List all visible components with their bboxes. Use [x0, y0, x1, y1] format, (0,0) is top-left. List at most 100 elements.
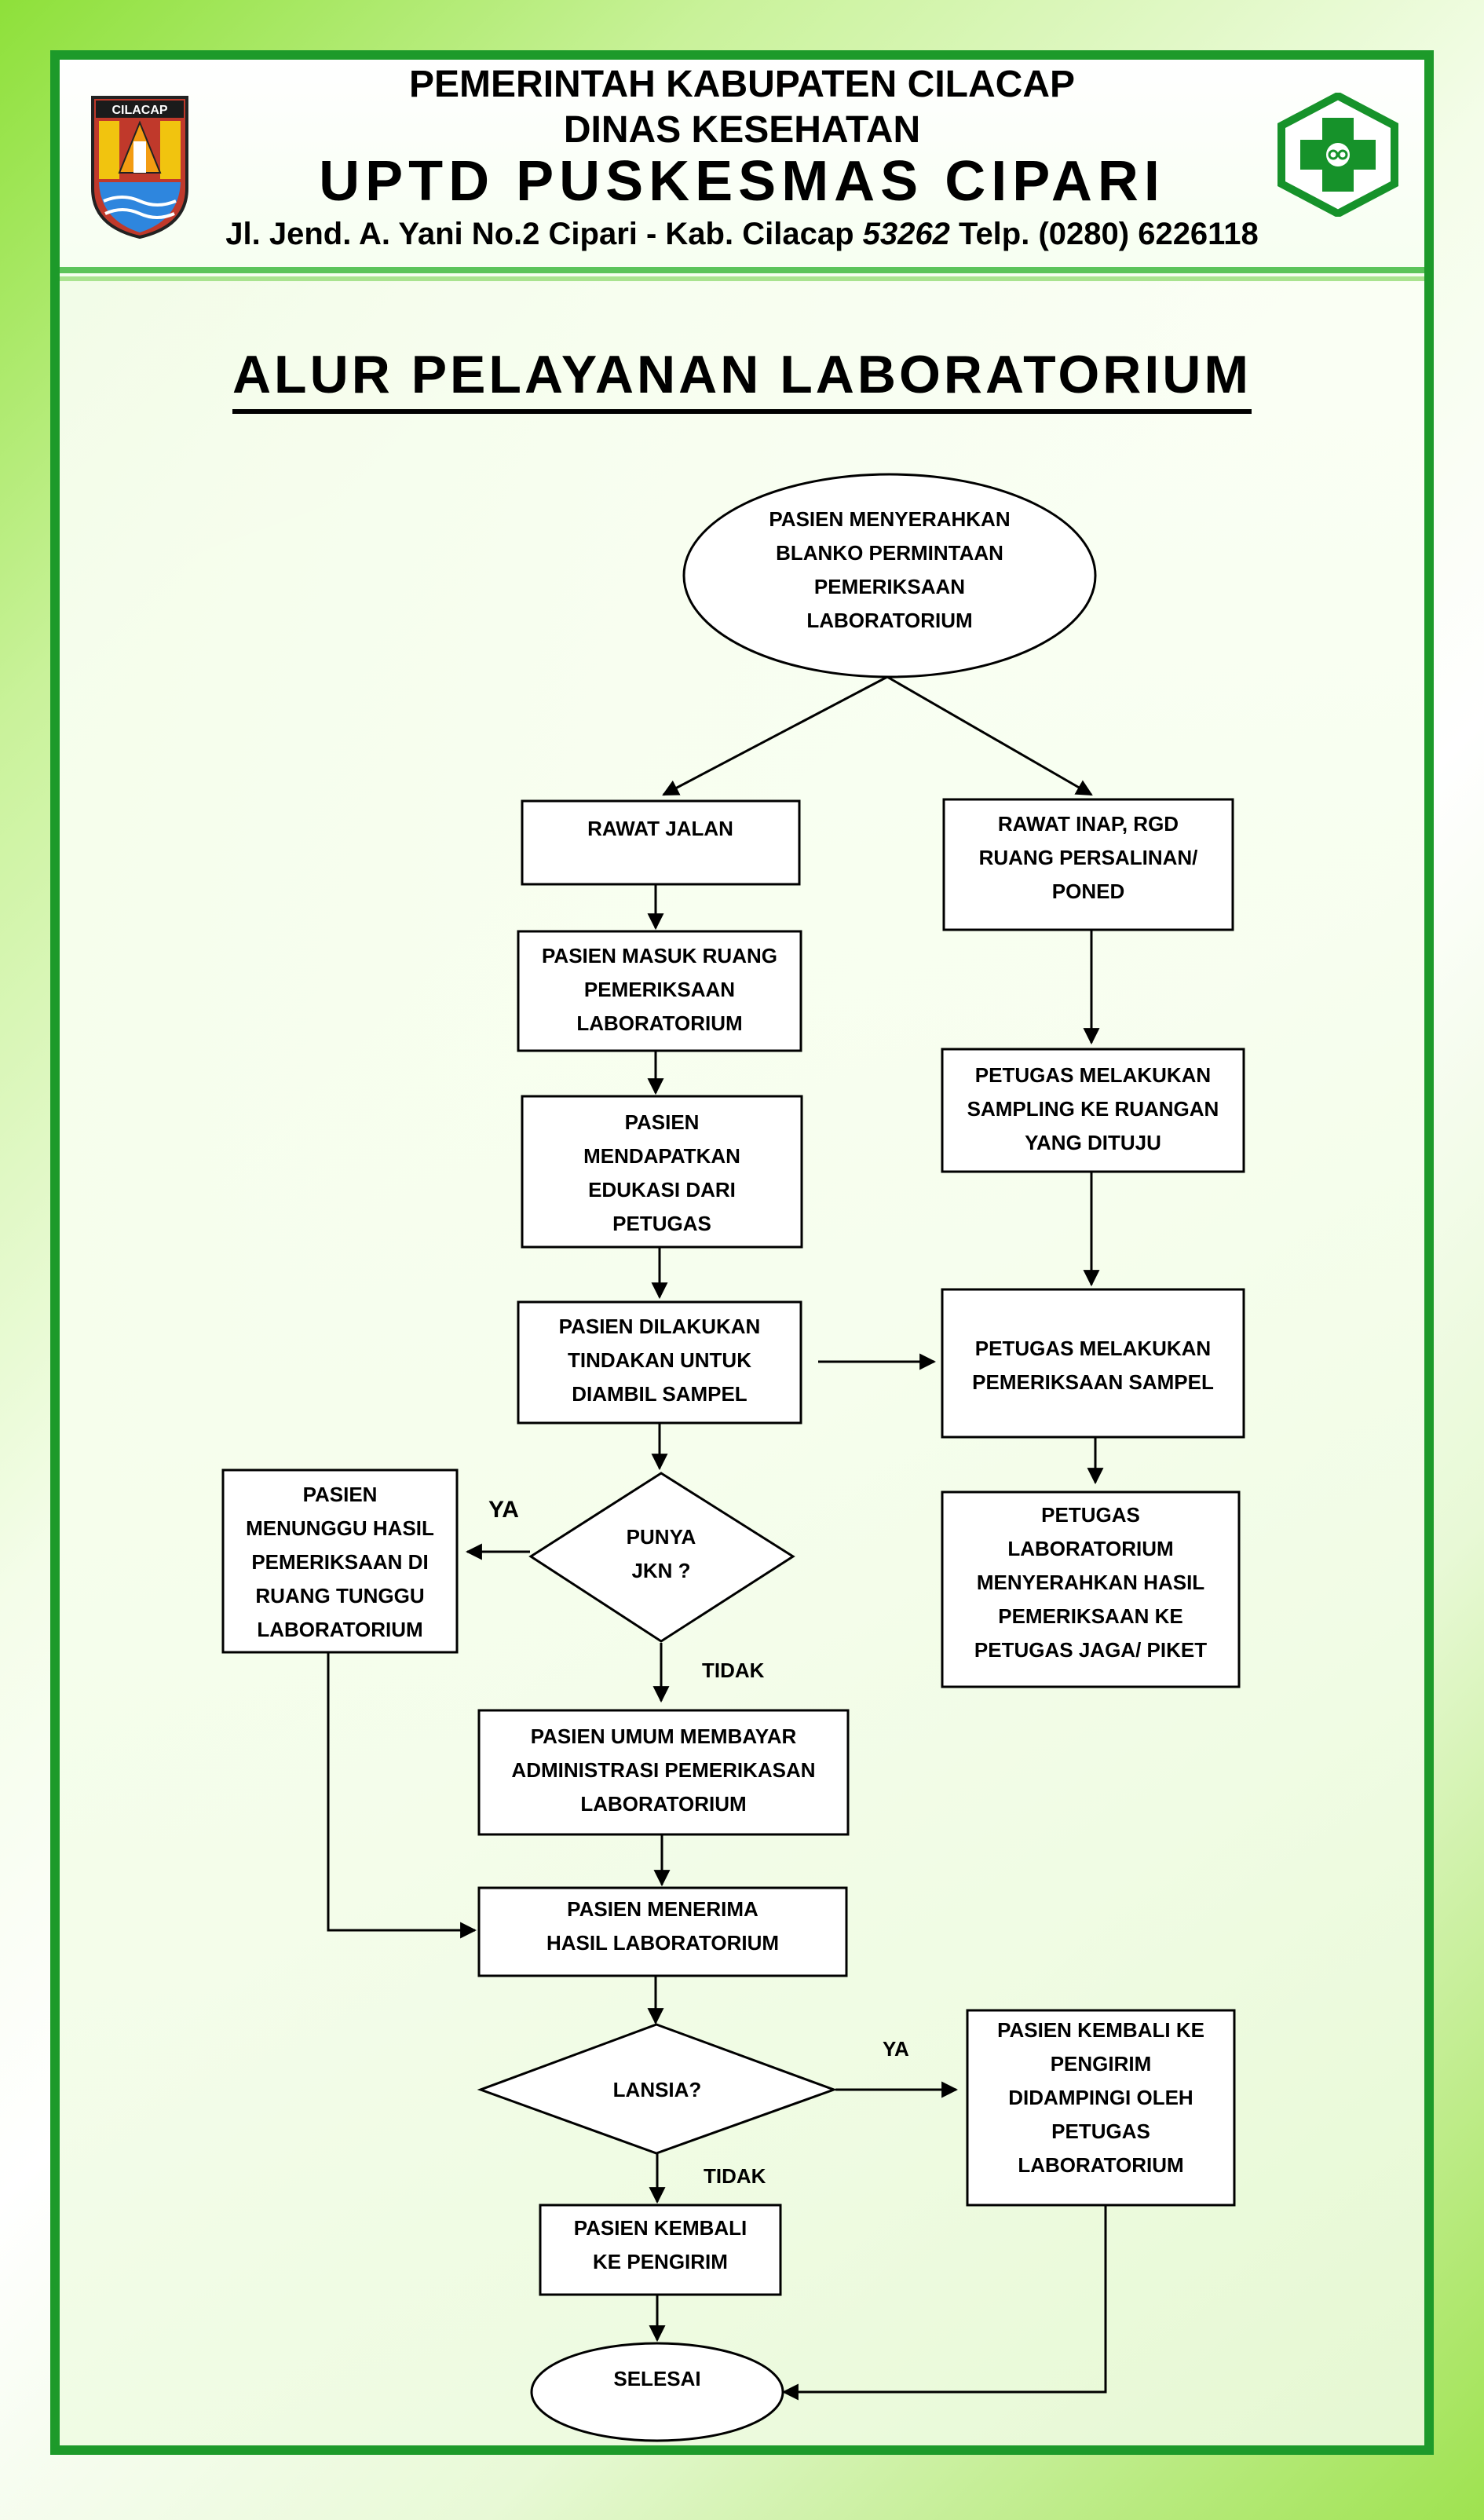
page-title-text: ALUR PELAYANAN LABORATORIUM: [232, 345, 1252, 414]
node-label-line: LABORATORIUM: [257, 1618, 422, 1641]
node-label-line: KE PENGIRIM: [593, 2250, 728, 2273]
start-ellipse: [682, 473, 1097, 678]
node-label-line: RAWAT JALAN: [587, 817, 733, 840]
node-periksa-sampel: PETUGAS MELAKUKAN PEMERIKSAAN SAMPEL: [941, 1288, 1245, 1439]
node-label-line: PEMERIKSAAN: [584, 978, 735, 1001]
edge-label-lansia-ya: YA: [883, 2037, 909, 2061]
node-label-line: LABORATORIUM: [1018, 2153, 1183, 2177]
node-label-line: RUANG PERSALINAN/: [979, 846, 1198, 869]
node-label-line: PASIEN UMUM MEMBAYAR: [531, 1724, 797, 1748]
header-institution: UPTD PUSKESMAS CIPARI: [319, 150, 1165, 213]
node-label-line: LABORATORIUM: [806, 609, 972, 632]
node-jkn: PUNYA JKN ?: [528, 1472, 795, 1643]
poster-frame: [50, 50, 1434, 2455]
kembali-box: [539, 2204, 782, 2296]
node-label-line: PASIEN DILAKUKAN: [559, 1315, 761, 1338]
diambil-sampel-box: [517, 1300, 802, 1425]
node-label-line: ADMINISTRASI PEMERIKASAN: [511, 1758, 815, 1782]
node-label-line: PEMERIKSAAN: [814, 575, 965, 598]
node-rawat-jalan: RAWAT JALAN: [521, 799, 801, 886]
node-label-line: SAMPLING KE RUANGAN: [967, 1097, 1219, 1121]
seal-label: CILACAP: [111, 104, 167, 117]
bayar-box: [477, 1709, 850, 1836]
node-terima-hasil: PASIEN MENERIMA HASIL LABORATORIUM: [477, 1886, 848, 1977]
node-label-line: PASIEN KEMBALI KE: [997, 2018, 1204, 2042]
kembali-didampingi-box: [966, 2009, 1236, 2207]
edge-start-to-rawat-inap: [886, 675, 1093, 796]
node-label-line: SELESAI: [613, 2367, 700, 2390]
node-label-line: PETUGAS: [1041, 1503, 1140, 1527]
address-postal-code: 53262: [862, 217, 950, 251]
lansia-diamond: [477, 2023, 838, 2155]
node-label-line: PASIEN MENERIMA: [567, 1897, 758, 1921]
node-label-line: PEMERIKSAAN KE: [998, 1604, 1182, 1628]
node-label-line: PETUGAS: [1051, 2120, 1150, 2143]
address-street: Jl. Jend. A. Yani No.2 Cipari - Kab. Cil…: [225, 217, 863, 251]
node-label-line: BLANKO PERMINTAAN: [776, 541, 1003, 565]
rawat-jalan-box: [521, 799, 801, 886]
serahkan-hasil-box: [941, 1490, 1241, 1688]
node-label-line: LABORATORIUM: [576, 1011, 742, 1035]
periksa-sampel-box: [941, 1288, 1245, 1439]
edge-label-lansia-tidak: TIDAK: [704, 2164, 766, 2188]
node-selesai: SELESAI: [530, 2342, 784, 2442]
node-masuk-ruang: PASIEN MASUK RUANG PEMERIKSAAN LABORATOR…: [517, 930, 802, 1052]
page-title: ALUR PELAYANAN LABORATORIUM: [0, 344, 1484, 414]
node-label-line: PENGIRIM: [1051, 2052, 1152, 2076]
node-label-line: YANG DITUJU: [1025, 1131, 1161, 1154]
sampling-box: [941, 1048, 1245, 1173]
node-label-line: LABORATORIUM: [1007, 1537, 1173, 1560]
node-label-line: EDUKASI DARI: [588, 1178, 736, 1201]
edukasi-box: [521, 1095, 803, 1249]
header-government: PEMERINTAH KABUPATEN CILACAP: [409, 64, 1075, 105]
header-banner: [60, 60, 1424, 280]
edge-label-jkn-tidak: TIDAK: [702, 1659, 765, 1682]
cilacap-seal-icon: CILACAP: [91, 96, 188, 239]
node-label-line: PETUGAS: [612, 1212, 711, 1235]
node-label-line: RAWAT INAP, RGD: [998, 812, 1179, 836]
header-divider-light: [60, 276, 1424, 281]
puskesmas-logo-icon: [1277, 93, 1398, 217]
node-label-line: PETUGAS MELAKUKAN: [975, 1063, 1211, 1087]
node-label-line: DIAMBIL SAMPEL: [572, 1382, 747, 1406]
node-label-line: MENUNGGU HASIL: [246, 1516, 434, 1540]
edge-start-to-rawat-jalan: [662, 675, 888, 796]
node-label-line: PASIEN MASUK RUANG: [542, 944, 777, 967]
address-phone: Telp. (0280) 6226118: [949, 217, 1259, 251]
node-lansia: LANSIA?: [477, 2023, 838, 2155]
node-serahkan-hasil: PETUGAS LABORATORIUM MENYERAHKAN HASIL P…: [941, 1490, 1241, 1688]
node-start: PASIEN MENYERAHKAN BLANKO PERMINTAAN PEM…: [682, 473, 1097, 678]
node-diambil-sampel: PASIEN DILAKUKAN TINDAKAN UNTUK DIAMBIL …: [517, 1300, 802, 1425]
flow-edges: [327, 675, 1107, 2401]
node-label-line: PONED: [1052, 880, 1124, 903]
node-label-line: PASIEN KEMBALI: [574, 2216, 747, 2240]
node-menunggu: PASIEN MENUNGGU HASIL PEMERIKSAAN DI RUA…: [221, 1468, 459, 1654]
edge-didampingi-to-selesai: [781, 2205, 1107, 2401]
node-label-line: DIDAMPINGI OLEH: [1008, 2086, 1193, 2109]
node-kembali: PASIEN KEMBALI KE PENGIRIM: [539, 2204, 782, 2296]
node-label-line: PEMERIKSAAN DI: [251, 1550, 428, 1574]
header-address: Jl. Jend. A. Yani No.2 Cipari - Kab. Cil…: [0, 217, 1484, 252]
node-label-line: PETUGAS MELAKUKAN: [975, 1337, 1211, 1360]
node-label-line: LANSIA?: [613, 2078, 702, 2101]
node-label-line: HASIL LABORATORIUM: [546, 1931, 779, 1955]
header-divider: [60, 267, 1424, 273]
node-sampling: PETUGAS MELAKUKAN SAMPLING KE RUANGAN YA…: [941, 1048, 1245, 1173]
selesai-ellipse: [530, 2342, 784, 2442]
node-rawat-inap: RAWAT INAP, RGD RUANG PERSALINAN/ PONED: [942, 798, 1234, 931]
header-department: DINAS KESEHATAN: [563, 109, 921, 151]
menunggu-box: [221, 1468, 459, 1654]
node-kembali-didampingi: PASIEN KEMBALI KE PENGIRIM DIDAMPINGI OL…: [966, 2009, 1236, 2207]
node-label-line: TINDAKAN UNTUK: [568, 1348, 751, 1372]
rawat-inap-box: [942, 798, 1234, 931]
node-label-line: MENYERAHKAN HASIL: [977, 1571, 1204, 1594]
node-label-line: PASIEN MENYERAHKAN: [769, 507, 1010, 531]
node-label-line: PEMERIKSAAN SAMPEL: [972, 1370, 1214, 1394]
node-label-line: MENDAPATKAN: [583, 1144, 740, 1168]
terima-hasil-box: [477, 1886, 848, 1977]
edge-menunggu-to-terima: [327, 1652, 477, 1939]
node-label-line: JKN ?: [631, 1559, 690, 1582]
edge-label-jkn-ya: YA: [488, 1497, 519, 1523]
node-label-line: PASIEN: [625, 1110, 700, 1134]
